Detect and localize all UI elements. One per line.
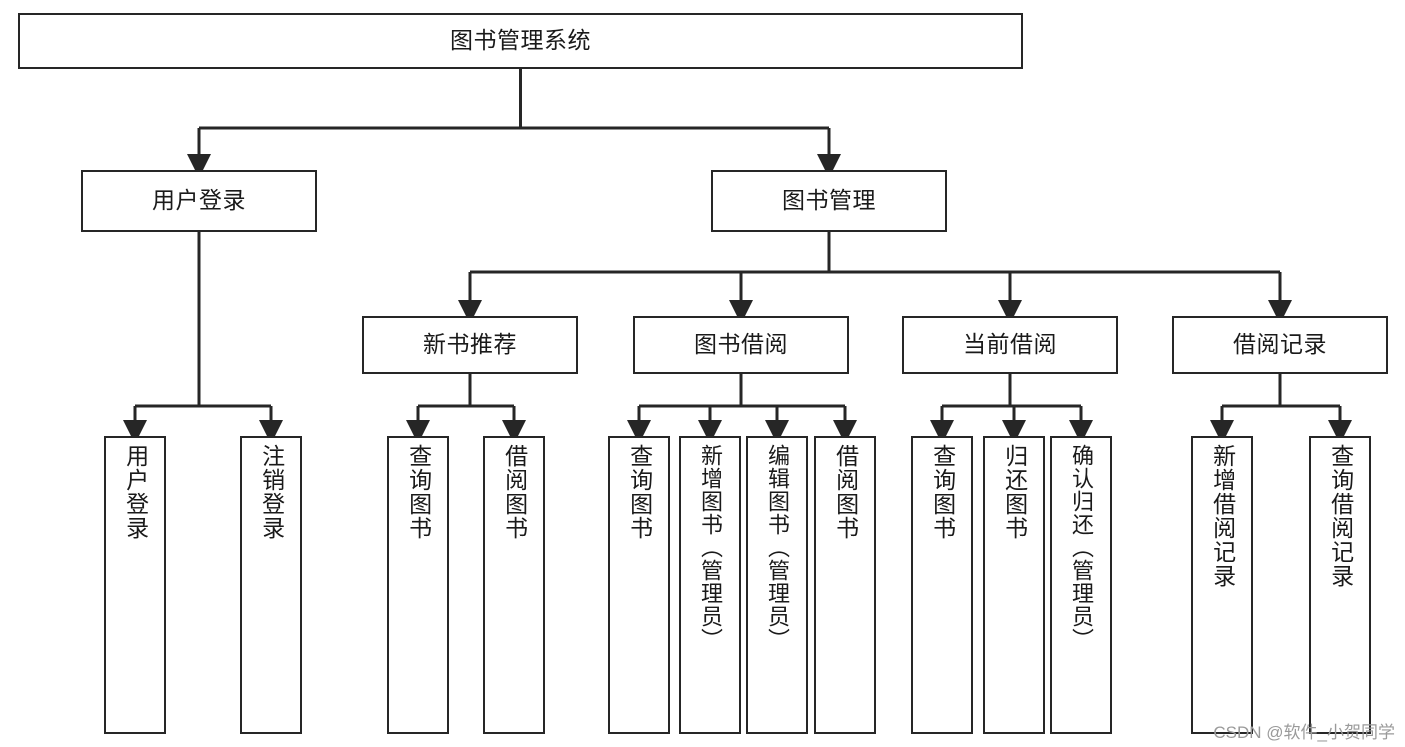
node-label: 用户登录 — [122, 444, 149, 540]
node-book-borrow[interactable]: 图书借阅 — [633, 316, 849, 374]
node-label: 借阅图书 — [832, 444, 859, 540]
node-leaf-query-record[interactable]: 查询借阅记录 — [1309, 436, 1371, 734]
node-user-login[interactable]: 用户登录 — [81, 170, 317, 232]
node-label: 新书推荐 — [423, 331, 517, 358]
node-leaf-edit-book[interactable]: 编辑图书（管理员） — [746, 436, 808, 734]
node-leaf-borrow-book-2[interactable]: 借阅图书 — [814, 436, 876, 734]
node-leaf-add-record[interactable]: 新增借阅记录 — [1191, 436, 1253, 734]
node-label: 查询图书 — [929, 444, 956, 540]
node-label: 图书管理系统 — [450, 27, 591, 54]
node-leaf-logout[interactable]: 注销登录 — [240, 436, 302, 734]
node-leaf-return-book[interactable]: 归还图书 — [983, 436, 1045, 734]
node-leaf-user-login[interactable]: 用户登录 — [104, 436, 166, 734]
node-label: 查询图书 — [405, 444, 432, 540]
node-label: 新增图书（管理员） — [697, 444, 723, 651]
node-borrow-record[interactable]: 借阅记录 — [1172, 316, 1388, 374]
node-label: 图书管理 — [782, 187, 876, 214]
node-label: 借阅记录 — [1233, 331, 1327, 358]
node-label: 确认归还（管理员） — [1068, 444, 1094, 651]
node-label: 编辑图书（管理员） — [764, 444, 790, 651]
node-label: 新增借阅记录 — [1209, 444, 1236, 588]
node-label: 查询借阅记录 — [1327, 444, 1354, 588]
node-label: 用户登录 — [152, 187, 246, 214]
csdn-watermark: CSDN @软件_小贺同学 — [1213, 723, 1395, 742]
node-leaf-confirm-return[interactable]: 确认归还（管理员） — [1050, 436, 1112, 734]
node-label: 当前借阅 — [963, 331, 1057, 358]
node-label: 图书借阅 — [694, 331, 788, 358]
node-leaf-query-book-1[interactable]: 查询图书 — [387, 436, 449, 734]
node-new-book-rec[interactable]: 新书推荐 — [362, 316, 578, 374]
node-leaf-query-book-2[interactable]: 查询图书 — [608, 436, 670, 734]
node-label: 归还图书 — [1001, 444, 1028, 540]
node-book-manage[interactable]: 图书管理 — [711, 170, 947, 232]
node-leaf-add-book[interactable]: 新增图书（管理员） — [679, 436, 741, 734]
node-current-borrow[interactable]: 当前借阅 — [902, 316, 1118, 374]
node-label: 借阅图书 — [501, 444, 528, 540]
node-leaf-query-book-3[interactable]: 查询图书 — [911, 436, 973, 734]
node-label: 注销登录 — [258, 444, 285, 540]
node-root-root[interactable]: 图书管理系统 — [18, 13, 1023, 69]
node-label: 查询图书 — [626, 444, 653, 540]
node-leaf-borrow-book-1[interactable]: 借阅图书 — [483, 436, 545, 734]
